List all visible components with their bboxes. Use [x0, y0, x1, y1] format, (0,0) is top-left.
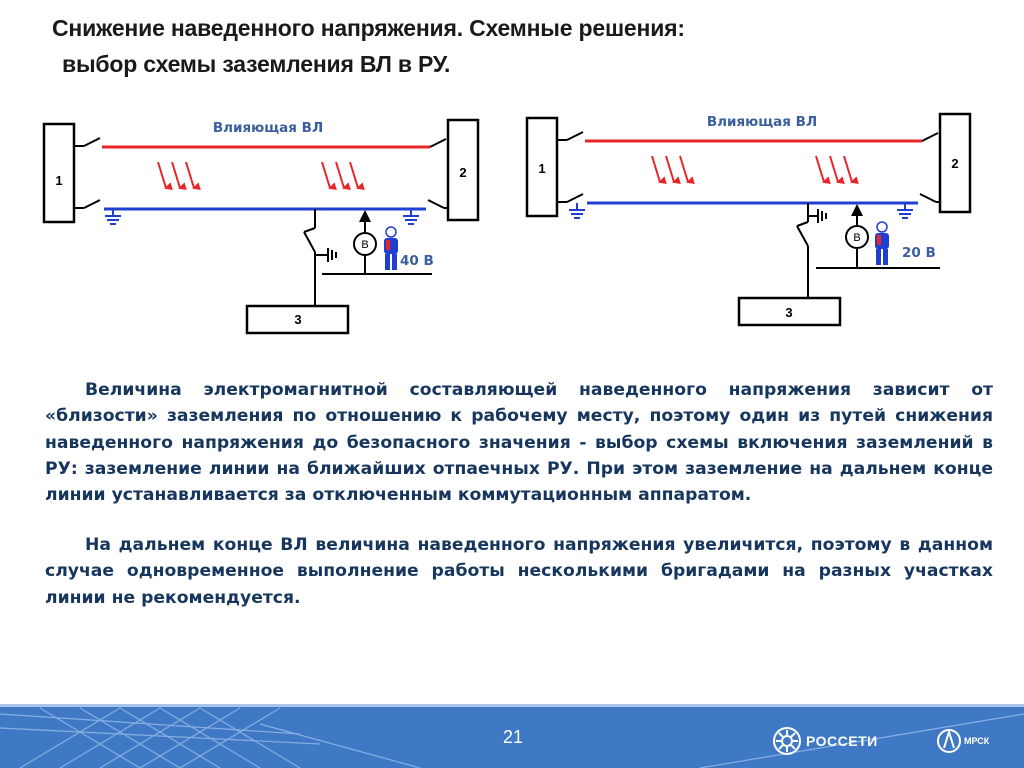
right-worker-icon — [875, 221, 889, 265]
left-voltmeter-arrow-icon — [359, 210, 371, 222]
left-work-line — [74, 199, 448, 211]
left-line-label: Влияющая ВЛ — [213, 120, 323, 136]
right-node-2-label: 2 — [951, 156, 958, 171]
right-branch-to-3 — [796, 216, 809, 298]
right-ground-symbol-1 — [569, 203, 585, 219]
paragraph-1: Величина электромагнитной составляющей н… — [45, 380, 993, 506]
left-red-switch-1 — [83, 137, 101, 147]
left-node-1-label: 1 — [55, 173, 62, 188]
left-node-1-box — [42, 122, 76, 224]
left-node-3-box — [245, 304, 350, 335]
tower-lattice-decoration — [0, 707, 1024, 768]
left-induction-arrows — [157, 161, 365, 191]
left-branch-to-3 — [303, 209, 337, 306]
right-ground-at-branch — [807, 203, 827, 223]
right-node-1-box — [525, 116, 559, 218]
paragraph-2: На дальнем конце ВЛ величина наведенного… — [45, 535, 993, 608]
left-influencing-line — [74, 137, 447, 149]
grounding-schemes-diagram: 1 2 Влияющая ВЛ — [42, 112, 972, 335]
left-node-2-label: 2 — [459, 165, 466, 180]
right-voltage-value: 20 В — [902, 245, 936, 261]
left-scheme: 1 2 Влияющая ВЛ — [42, 118, 480, 335]
title-line-1: Снижение наведенного напряжения. Схемные… — [52, 15, 685, 41]
right-induction-arrows — [651, 155, 859, 185]
left-voltmeter: В — [322, 210, 432, 275]
left-red-switch-2 — [429, 138, 447, 148]
right-influencing-line — [557, 131, 939, 143]
left-node-3-label: 3 — [294, 312, 301, 327]
rosseti-logo: РОССЕТИ — [772, 726, 878, 756]
footer-band — [0, 704, 1024, 768]
left-ground-symbol-2 — [403, 209, 419, 225]
right-voltmeter: В — [816, 204, 940, 269]
left-voltage-value: 40 В — [400, 253, 434, 269]
right-voltmeter-arrow-icon — [851, 204, 863, 216]
left-voltmeter-label: В — [361, 239, 368, 251]
left-node-2-box — [446, 118, 480, 222]
mrsk-logo-text: МРСК — [964, 735, 990, 746]
mrsk-logo: МРСК — [936, 724, 989, 758]
right-node-2-box — [938, 112, 972, 214]
rosseti-emblem-icon — [773, 727, 801, 755]
right-node-1-label: 1 — [538, 161, 545, 176]
right-ground-symbol-2 — [897, 203, 913, 219]
right-line-label: Влияющая ВЛ — [707, 114, 817, 130]
slide-title: Снижение наведенного напряжения. Схемные… — [52, 10, 992, 82]
page-number: 21 — [502, 727, 524, 747]
mrsk-emblem-icon — [937, 728, 961, 753]
right-scheme: 1 2 Влияющая ВЛ — [525, 112, 972, 327]
left-ground-symbol-1 — [105, 209, 121, 225]
right-node-3-box — [737, 296, 842, 327]
right-voltmeter-label: В — [853, 232, 860, 244]
right-node-3-label: 3 — [785, 305, 792, 320]
left-worker-icon — [384, 226, 398, 270]
title-line-2: выбор схемы заземления ВЛ в РУ. — [62, 51, 451, 77]
right-work-line — [557, 193, 940, 205]
rosseti-logo-text: РОССЕТИ — [806, 733, 878, 749]
